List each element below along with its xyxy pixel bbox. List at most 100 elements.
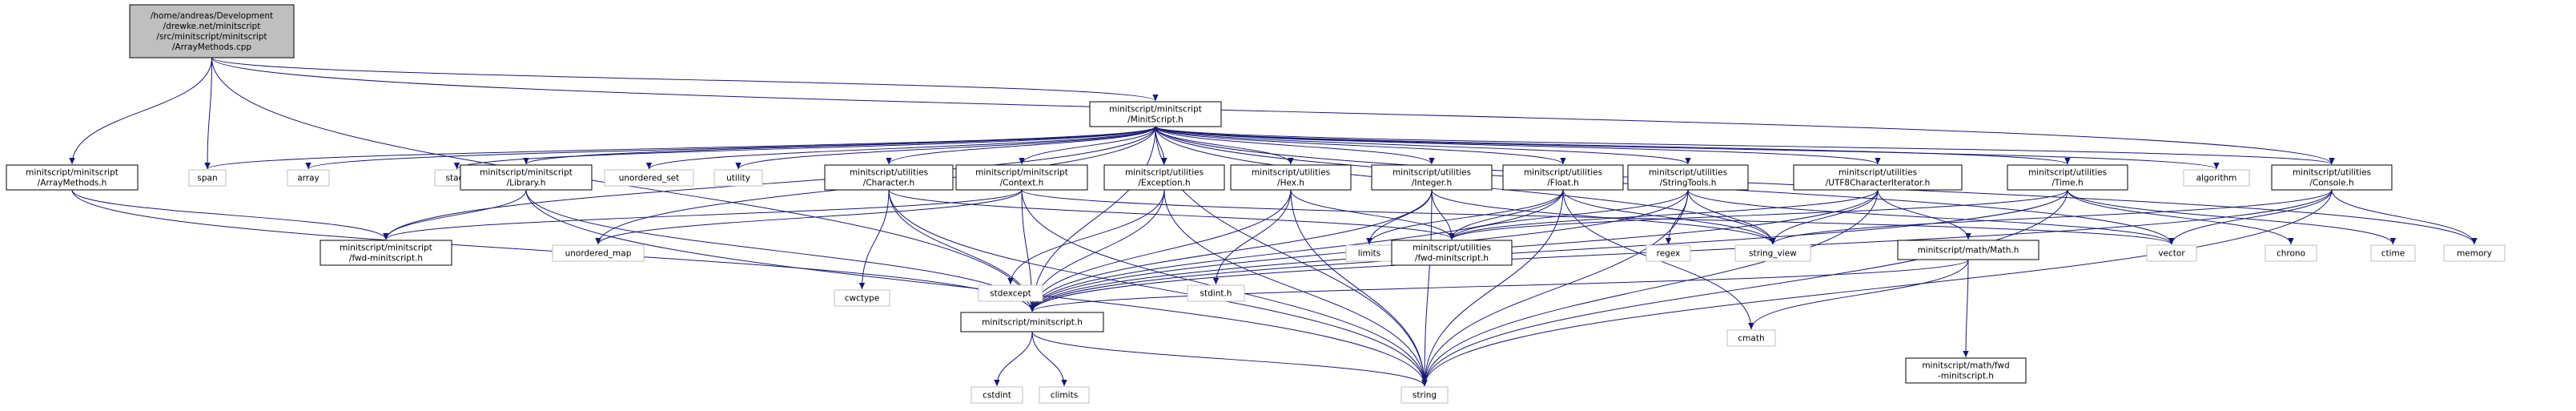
edge-root-to-console_h bbox=[211, 57, 2335, 165]
node-box-algorithm bbox=[2183, 169, 2250, 187]
node-label-string_view-line-0: string_view bbox=[1749, 249, 1797, 259]
edge-minitscript_h-to-stack bbox=[454, 126, 1156, 170]
node-character_h[interactable]: minitscript/utilities/Character.h bbox=[824, 164, 954, 191]
edge-arraymethods_h-to-fwd_mini_left bbox=[71, 189, 389, 240]
node-label-root-line-3: /ArrayMethods.cpp bbox=[172, 42, 251, 52]
edge-float_h-to-minitscript_core bbox=[1029, 189, 1564, 312]
node-label-console_h-line-0: minitscript/utilities bbox=[2293, 168, 2371, 178]
node-console_h[interactable]: minitscript/utilities/Console.h bbox=[2271, 164, 2393, 191]
edge-time_h-to-chrono bbox=[2067, 189, 2294, 245]
node-context_h[interactable]: minitscript/minitscript/Context.h bbox=[955, 164, 1088, 191]
node-box-arraymethods_h bbox=[6, 164, 139, 191]
edge-minitscript_h-to-character_h bbox=[886, 126, 1156, 165]
node-exception_h[interactable]: minitscript/utilities/Exception.h bbox=[1103, 164, 1225, 191]
node-box-array bbox=[287, 169, 330, 187]
edge-hex_h-to-stdint_h bbox=[1212, 189, 1292, 285]
node-stdint_h: stdint.h bbox=[1187, 284, 1245, 302]
node-label-span-line-0: span bbox=[197, 174, 217, 183]
node-box-context_h bbox=[955, 164, 1088, 191]
node-box-exception_h bbox=[1103, 164, 1225, 191]
node-library_h[interactable]: minitscript/minitscript/Library.h bbox=[460, 164, 593, 191]
edge-minitscript_h-to-stringtools_h bbox=[1155, 126, 1691, 165]
node-label-utf8_h-line-0: minitscript/utilities bbox=[1839, 168, 1917, 178]
node-label-fwd_util-line-1: /fwd-minitscript.h bbox=[1415, 254, 1489, 264]
node-box-hex_h bbox=[1230, 164, 1352, 191]
edge-integer_h-to-fwd_util bbox=[1431, 189, 1455, 240]
node-box-span bbox=[188, 169, 227, 187]
node-regex: regex bbox=[1646, 244, 1691, 262]
node-label-utility-line-0: utility bbox=[726, 174, 750, 183]
node-fwd_util[interactable]: minitscript/utilities/fwd-minitscript.h bbox=[1391, 240, 1513, 266]
edge-minitscript_h-to-array bbox=[305, 126, 1156, 170]
edge-time_h-to-minitscript_core bbox=[1029, 189, 2068, 312]
node-label-memory-line-0: memory bbox=[2457, 249, 2492, 259]
node-stringtools_h[interactable]: minitscript/utilities/StringTools.h bbox=[1627, 164, 1749, 191]
edge-minitscript_h-to-fwd_mini_left bbox=[383, 126, 1156, 240]
node-label-unordered_set-line-0: unordered_set bbox=[619, 174, 680, 183]
node-box-cwctype bbox=[834, 289, 890, 307]
node-limits: limits bbox=[1345, 244, 1393, 262]
node-math_h[interactable]: minitscript/math/Math.h bbox=[1897, 240, 2040, 260]
edge-character_h-to-fwd_util bbox=[888, 189, 1455, 240]
node-box-string bbox=[1401, 386, 1449, 404]
edge-utf8_h-to-math_h bbox=[1877, 189, 1971, 240]
node-label-hex_h-line-0: minitscript/utilities bbox=[1252, 168, 1330, 178]
edge-console_h-to-string bbox=[1421, 189, 2333, 387]
node-time_h[interactable]: minitscript/utilities/Time.h bbox=[2007, 164, 2128, 191]
edge-library_h-to-string bbox=[525, 189, 1428, 387]
node-label-utf8_h-line-1: /UTF8CharacterIterator.h bbox=[1826, 179, 1931, 188]
node-box-stringtools_h bbox=[1627, 164, 1749, 191]
node-label-minitscript_h-line-1: /MinitScript.h bbox=[1127, 115, 1184, 125]
node-label-float_h-line-1: /Float.h bbox=[1547, 179, 1578, 188]
edge-context_h-to-fwd_mini_left bbox=[383, 189, 1023, 240]
node-label-integer_h-line-1: /Integer.h bbox=[1412, 179, 1452, 188]
node-box-integer_h bbox=[1371, 164, 1493, 191]
node-algorithm: algorithm bbox=[2183, 169, 2250, 187]
node-box-unordered_set bbox=[604, 169, 694, 187]
edge-integer_h-to-minitscript_core bbox=[1029, 189, 1433, 312]
node-label-root-line-0: /home/andreas/Development bbox=[151, 11, 273, 21]
node-minitscript_core[interactable]: minitscript/minitscript.h bbox=[960, 312, 1104, 332]
node-label-character_h-line-1: /Character.h bbox=[863, 179, 914, 188]
node-cstdint: cstdint bbox=[971, 386, 1023, 404]
edge-context_h-to-vector bbox=[1021, 189, 2175, 245]
node-label-climits-line-0: climits bbox=[1051, 391, 1078, 401]
node-label-cstdint-line-0: cstdint bbox=[983, 391, 1011, 401]
node-arraymethods_h[interactable]: minitscript/minitscript/ArrayMethods.h bbox=[6, 164, 139, 191]
edge-time_h-to-ctime bbox=[2067, 189, 2397, 245]
node-integer_h[interactable]: minitscript/utilities/Integer.h bbox=[1371, 164, 1493, 191]
edge-minitscript_h-to-float_h bbox=[1155, 126, 1566, 165]
node-box-regex bbox=[1646, 244, 1691, 262]
node-label-root-line-2: /src/minitscript/minitscript bbox=[156, 32, 267, 42]
edge-exception_h-to-string bbox=[1163, 189, 1428, 387]
node-label-math_h-line-0: minitscript/math/Math.h bbox=[1918, 246, 2019, 256]
node-minitscript_h[interactable]: minitscript/minitscript/MinitScript.h bbox=[1089, 101, 1222, 127]
node-fwd_mini_left[interactable]: minitscript/minitscript/fwd-minitscript.… bbox=[319, 240, 452, 266]
edge-minitscript_h-to-utf8_h bbox=[1155, 126, 1881, 165]
node-utf8_h[interactable]: minitscript/utilities/UTF8CharacterItera… bbox=[1793, 164, 1963, 191]
edge-hex_h-to-fwd_util bbox=[1290, 189, 1455, 240]
edge-minitscript_h-to-minitscript_core bbox=[1029, 126, 1156, 312]
node-string: string bbox=[1401, 386, 1449, 404]
node-label-algorithm-line-0: algorithm bbox=[2196, 174, 2237, 183]
node-box-vector bbox=[2146, 244, 2197, 262]
node-box-string_view bbox=[1734, 244, 1811, 262]
node-label-root-line-1: /drewke.net/minitscript bbox=[163, 22, 261, 31]
node-hex_h[interactable]: minitscript/utilities/Hex.h bbox=[1230, 164, 1352, 191]
edge-console_h-to-string_view bbox=[1770, 189, 2333, 245]
node-box-minitscript_h bbox=[1089, 101, 1222, 127]
edge-exception_h-to-stdexcept bbox=[1007, 189, 1165, 285]
edge-minitscript_h-to-hex_h bbox=[1155, 126, 1294, 165]
edge-float_h-to-string_view bbox=[1562, 189, 1776, 245]
edge-float_h-to-fwd_util bbox=[1449, 189, 1564, 240]
node-box-character_h bbox=[824, 164, 954, 191]
node-label-stringtools_h-line-0: minitscript/utilities bbox=[1649, 168, 1727, 178]
node-label-minitscript_core-line-0: minitscript/minitscript.h bbox=[982, 318, 1083, 328]
edge-minitscript_h-to-utility bbox=[735, 126, 1156, 170]
node-unordered_set: unordered_set bbox=[604, 169, 694, 187]
edge-stringtools_h-to-vector bbox=[1687, 189, 2175, 245]
node-root[interactable]: /home/andreas/Development/drewke.net/min… bbox=[129, 4, 295, 58]
node-math_fwd[interactable]: minitscript/math/fwd-minitscript.h bbox=[1905, 357, 2027, 384]
node-float_h[interactable]: minitscript/utilities/Float.h bbox=[1502, 164, 1624, 191]
